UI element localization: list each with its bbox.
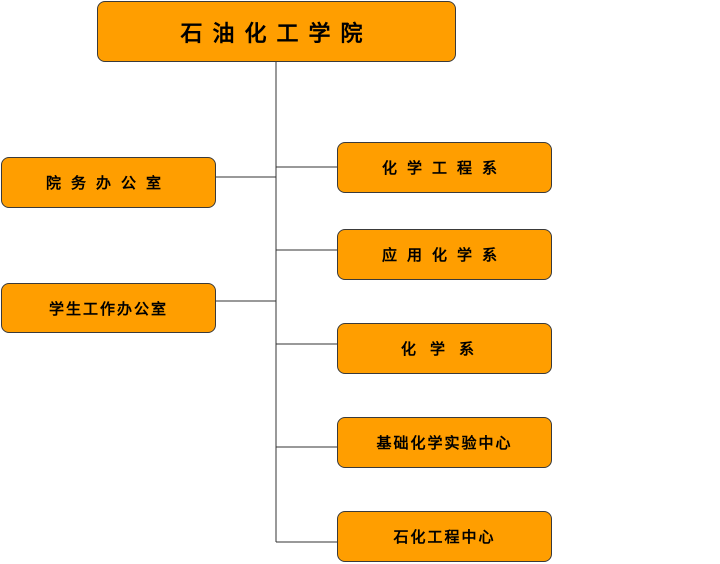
node-label: 学生工作办公室 [48, 299, 168, 318]
node-dept-chemistry: 化学系 [337, 323, 552, 374]
root-node-label: 石油化工学院 [180, 20, 373, 47]
node-office-student-affairs: 学生工作办公室 [1, 283, 216, 333]
node-label: 化学系 [400, 340, 488, 358]
node-label: 石化工程中心 [393, 528, 496, 546]
node-label: 基础化学实验中心 [376, 434, 513, 452]
node-dept-applied-chemistry: 应用化学系 [337, 229, 552, 280]
node-label: 化学工程系 [381, 159, 507, 177]
node-center-basic-chem-lab: 基础化学实验中心 [337, 417, 552, 468]
node-label: 院务办公室 [45, 174, 171, 192]
node-dept-chemical-engineering: 化学工程系 [337, 142, 552, 193]
root-node-college: 石油化工学院 [97, 1, 456, 62]
node-label: 应用化学系 [381, 246, 507, 264]
node-center-petrochem-eng: 石化工程中心 [337, 511, 552, 562]
node-office-admin: 院务办公室 [1, 157, 216, 208]
